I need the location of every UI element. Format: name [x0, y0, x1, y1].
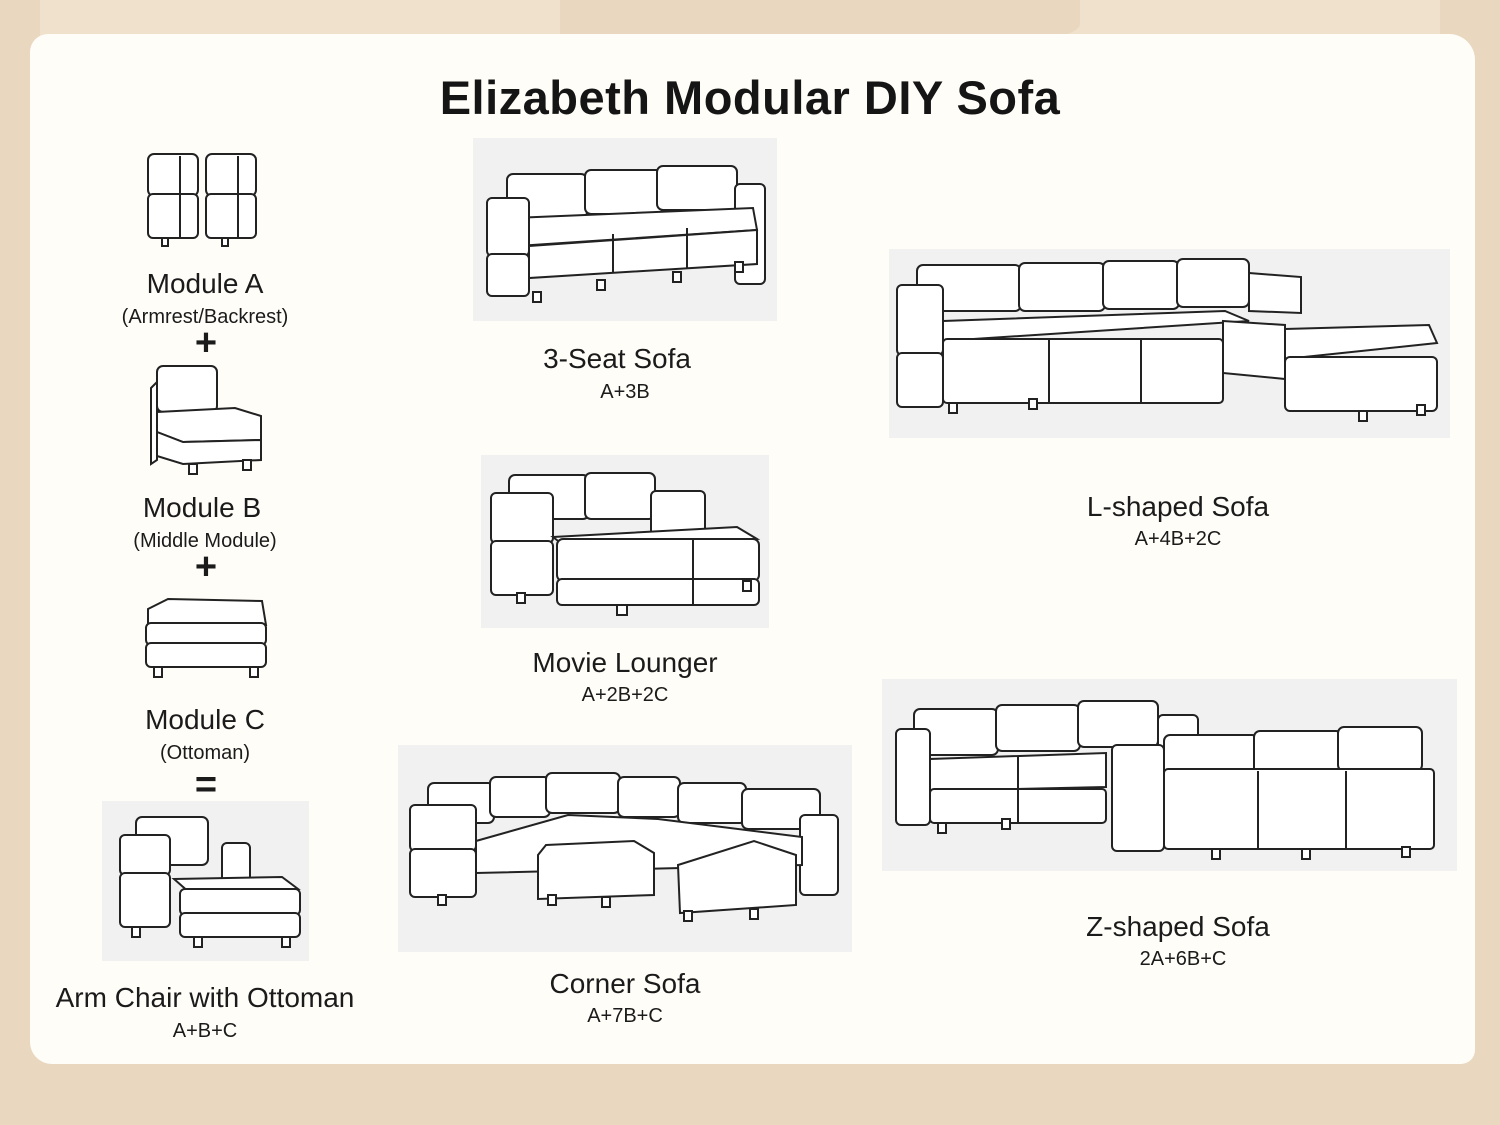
plus-sign: + [194, 546, 218, 588]
plus-sign: + [194, 322, 218, 364]
movie-lounger-name: Movie Lounger [532, 647, 718, 678]
module-a-name: Module A [146, 268, 264, 299]
corner-sofa-name: Corner Sofa [549, 968, 701, 999]
z-shaped-sofa-formula: 2A+6B+C [1139, 948, 1227, 970]
module-c-description: (Ottoman) [159, 742, 251, 764]
z-shaped-sofa-name: Z-shaped Sofa [1086, 911, 1270, 942]
module-b-description: (Middle Module) [133, 530, 277, 552]
z-shaped-sofa-illustration [882, 679, 1457, 871]
corner-sofa-formula: A+7B+C [587, 1005, 663, 1027]
module-b-illustration [143, 360, 268, 480]
movie-lounger-formula: A+2B+2C [581, 684, 669, 706]
background-blob-bottom [0, 1060, 1500, 1125]
arm-chair-name: Arm Chair with Ottoman [55, 982, 355, 1013]
equals-sign: = [194, 764, 218, 806]
three-seat-sofa-name: 3-Seat Sofa [543, 343, 691, 374]
module-b-name: Module B [142, 492, 262, 523]
module-a-description: (Armrest/Backrest) [121, 306, 289, 328]
l-shaped-sofa-formula: A+4B+2C [1134, 528, 1222, 550]
module-c-name: Module C [145, 704, 265, 735]
l-shaped-sofa-illustration [889, 249, 1450, 438]
module-a-illustration [140, 150, 265, 250]
arm-chair-formula: A+B+C [172, 1020, 238, 1042]
corner-sofa-illustration [398, 745, 852, 952]
three-seat-sofa-illustration [473, 138, 777, 321]
l-shaped-sofa-name: L-shaped Sofa [1086, 491, 1270, 522]
arm-chair-illustration [102, 801, 309, 961]
movie-lounger-illustration [481, 455, 769, 628]
page-title: Elizabeth Modular DIY Sofa [439, 71, 1061, 124]
three-seat-sofa-formula: A+3B [600, 381, 650, 403]
module-c-illustration [140, 595, 272, 685]
